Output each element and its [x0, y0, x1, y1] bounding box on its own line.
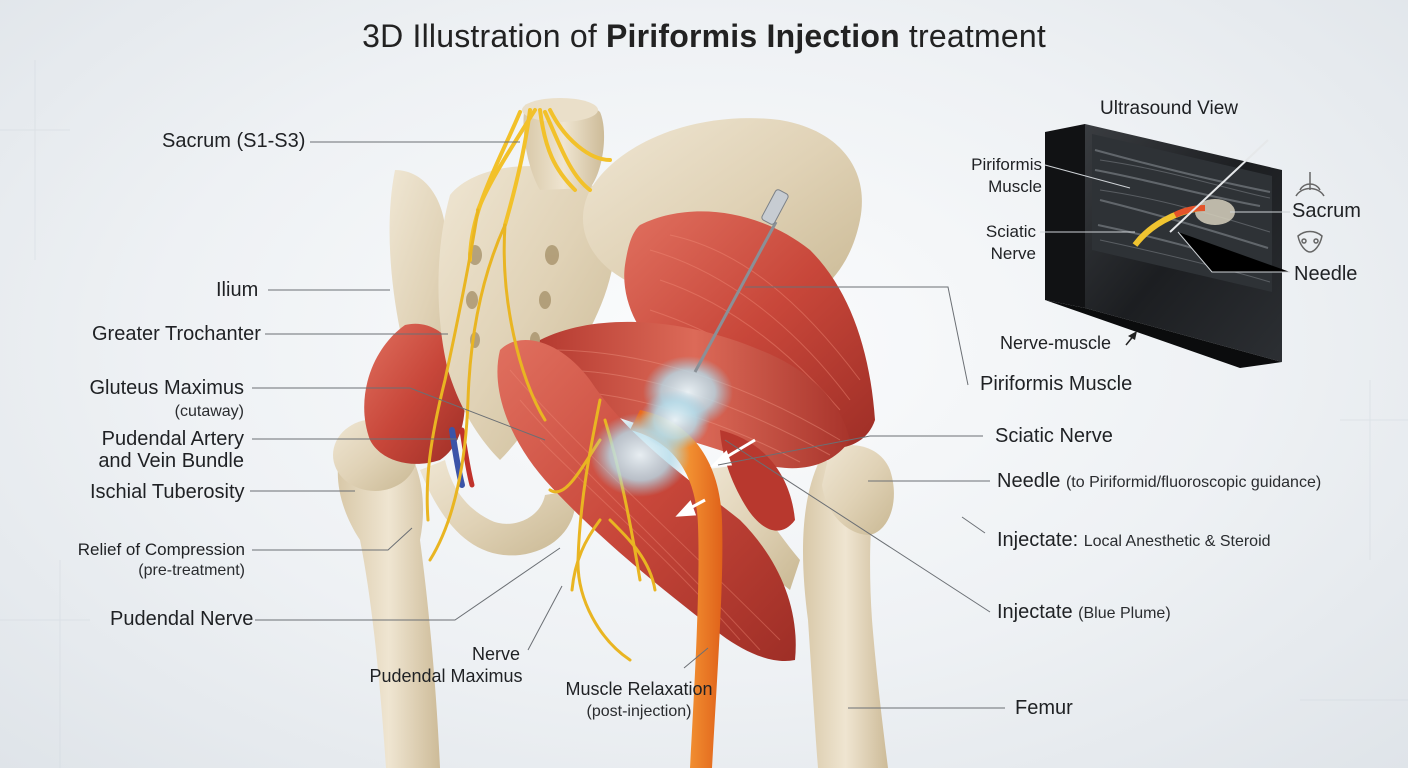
label-piriformis-muscle: Piriformis Muscle: [980, 373, 1133, 395]
us-sacrum-label: Sacrum: [1292, 200, 1361, 222]
relief-compression-text: Relief of Compression: [77, 540, 245, 559]
left-femur: [337, 440, 440, 768]
needle: [693, 189, 789, 373]
injectate-plume: [590, 356, 733, 497]
label-injectate-plume: Injectate (Blue Plume): [997, 601, 1171, 625]
left-gluteus: [364, 323, 465, 464]
page-title: 3D Illustration of Piriformis Injection …: [0, 18, 1408, 55]
injectate-plume-sub: (Blue Plume): [1078, 605, 1171, 622]
us-sciatic-line2: Nerve: [990, 244, 1036, 263]
sciatic-nerve: [630, 410, 723, 768]
us-needle-label: Needle: [1294, 263, 1358, 285]
us-piriformis-line1: Piriformis: [971, 155, 1042, 174]
needle-text: Needle: [997, 470, 1061, 492]
sacrum-icon: [1295, 172, 1325, 197]
ultrasound-title: Ultrasound View: [1100, 98, 1239, 119]
us-sciatic-line1: Sciatic: [985, 222, 1036, 241]
pudendal-artery-line1: Pudendal Artery: [101, 428, 244, 450]
injectate-anesthetic-sub: Local Anesthetic & Steroid: [1083, 533, 1271, 550]
label-ilium: Ilium: [216, 279, 259, 301]
label-sacrum: Sacrum (S1-S3): [162, 130, 306, 152]
label-ischial-tuberosity: Ischial Tuberosity: [90, 481, 245, 503]
us-nerve-muscle-label: Nerve-muscle: [1000, 333, 1112, 353]
pudendal-vessels: [449, 427, 465, 488]
right-femur: [803, 460, 888, 768]
sacrum-bone: [438, 166, 616, 460]
gluteus-maximus-text: Gluteus Maximus: [89, 377, 245, 399]
nerve-pudendal-line2: Pudendal Maximus: [369, 666, 523, 686]
sacral-nerves: [468, 108, 612, 262]
pudendal-artery-line2: and Vein Bundle: [98, 450, 244, 472]
gluteus-maximus-sub: (cutaway): [174, 403, 244, 420]
injectate-plume-text: Injectate: [997, 601, 1073, 623]
label-pudendal-nerve: Pudendal Nerve: [110, 608, 254, 630]
label-relief-compression: Relief of Compression (pre-treatment): [40, 540, 245, 581]
label-injectate-anesthetic: Injectate: Local Anesthetic & Steroid: [997, 529, 1271, 553]
muscle-relaxation-sub: (post-injection): [586, 703, 692, 720]
label-gluteus-maximus: Gluteus Maximus (cutaway): [60, 377, 245, 423]
title-suffix: treatment: [899, 18, 1046, 54]
label-femur: Femur: [1015, 697, 1073, 719]
label-sciatic-nerve: Sciatic Nerve: [995, 425, 1113, 447]
ultrasound-panel: [1040, 124, 1290, 368]
us-piriformis-line2: Muscle: [988, 177, 1042, 196]
relief-compression-sub: (pre-treatment): [138, 562, 245, 579]
nerve-pudendal-line1: Nerve: [471, 644, 520, 664]
pelvis-icon: [1297, 230, 1323, 253]
title-prefix: 3D Illustration of: [362, 18, 607, 54]
needle-sub: (to Piriformid/fluoroscopic guidance): [1065, 474, 1322, 491]
label-greater-trochanter: Greater Trochanter: [92, 323, 261, 345]
title-bold: Piriformis Injection: [606, 18, 900, 54]
injectate-anesthetic-text: Injectate:: [997, 529, 1079, 551]
pubic-arch: [420, 460, 576, 556]
muscle-relaxation-text: Muscle Relaxation: [565, 679, 713, 699]
label-needle: Needle (to Piriformid/fluoroscopic guida…: [997, 470, 1321, 494]
label-muscle-relaxation: Muscle Relaxation (post-injection): [556, 679, 722, 722]
